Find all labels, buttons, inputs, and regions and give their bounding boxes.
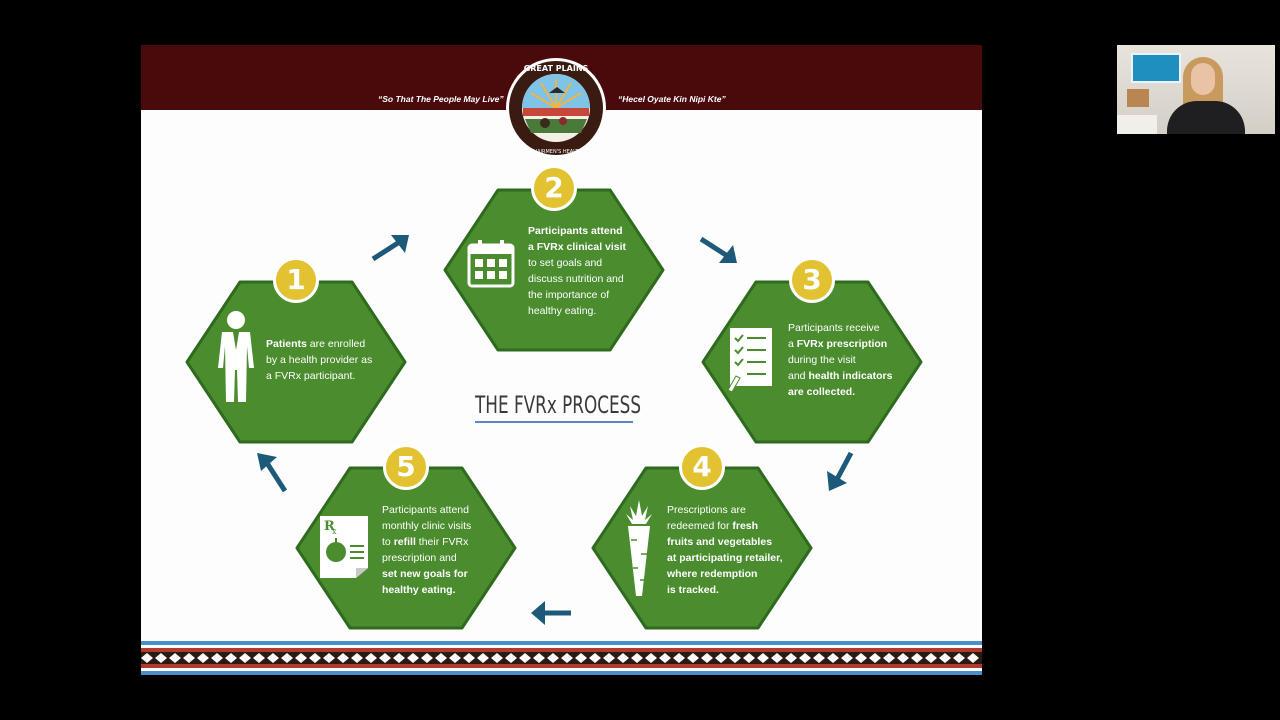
- person-doctor-icon: [218, 311, 254, 402]
- calendar-icon: [467, 240, 515, 288]
- webcam-desk: [1117, 115, 1157, 134]
- svg-text:GREAT PLAINS: GREAT PLAINS: [524, 64, 589, 73]
- carrot-icon: [626, 500, 652, 596]
- svg-text:R: R: [324, 519, 335, 534]
- health-board-seal-logo: GREAT PLAINS CHAIRMEN'S HEALTH: [506, 58, 606, 158]
- rx-apple-icon: R x: [320, 516, 368, 578]
- process-title: THE FVRx PROCESS: [475, 391, 642, 419]
- step-2-number-badge: 2: [531, 165, 577, 211]
- arrow-2-to-3-icon: [699, 236, 737, 263]
- presenter-face: [1191, 63, 1215, 95]
- step-5-number-badge: 5: [383, 444, 429, 490]
- step-4-number-badge: 4: [679, 444, 725, 490]
- presentation-slide: “So That The People May Live” “Hecel Oya…: [141, 45, 982, 675]
- webcam-shelf-box: [1127, 89, 1149, 107]
- step-1-number-badge: 1: [273, 257, 319, 303]
- svg-text:CHAIRMEN'S HEALTH: CHAIRMEN'S HEALTH: [530, 149, 582, 155]
- title-underline: [475, 421, 633, 423]
- checklist-icon: [727, 328, 772, 392]
- svg-text:x: x: [332, 527, 337, 536]
- webcam-wall-sign: [1131, 53, 1181, 83]
- arrow-3-to-4-icon: [827, 451, 854, 491]
- step-3-number-badge: 3: [789, 257, 835, 303]
- motto-right: “Hecel Oyate Kin Nipi Kte”: [618, 94, 726, 104]
- arrow-4-to-5-icon: [531, 601, 571, 625]
- arrow-1-to-2-icon: [371, 235, 409, 262]
- presenter-webcam: [1117, 45, 1275, 134]
- motto-left: “So That The People May Live”: [378, 94, 504, 104]
- decorative-border-pattern: [141, 641, 982, 675]
- presenter-body: [1167, 101, 1245, 134]
- arrow-5-to-1-icon: [257, 453, 288, 493]
